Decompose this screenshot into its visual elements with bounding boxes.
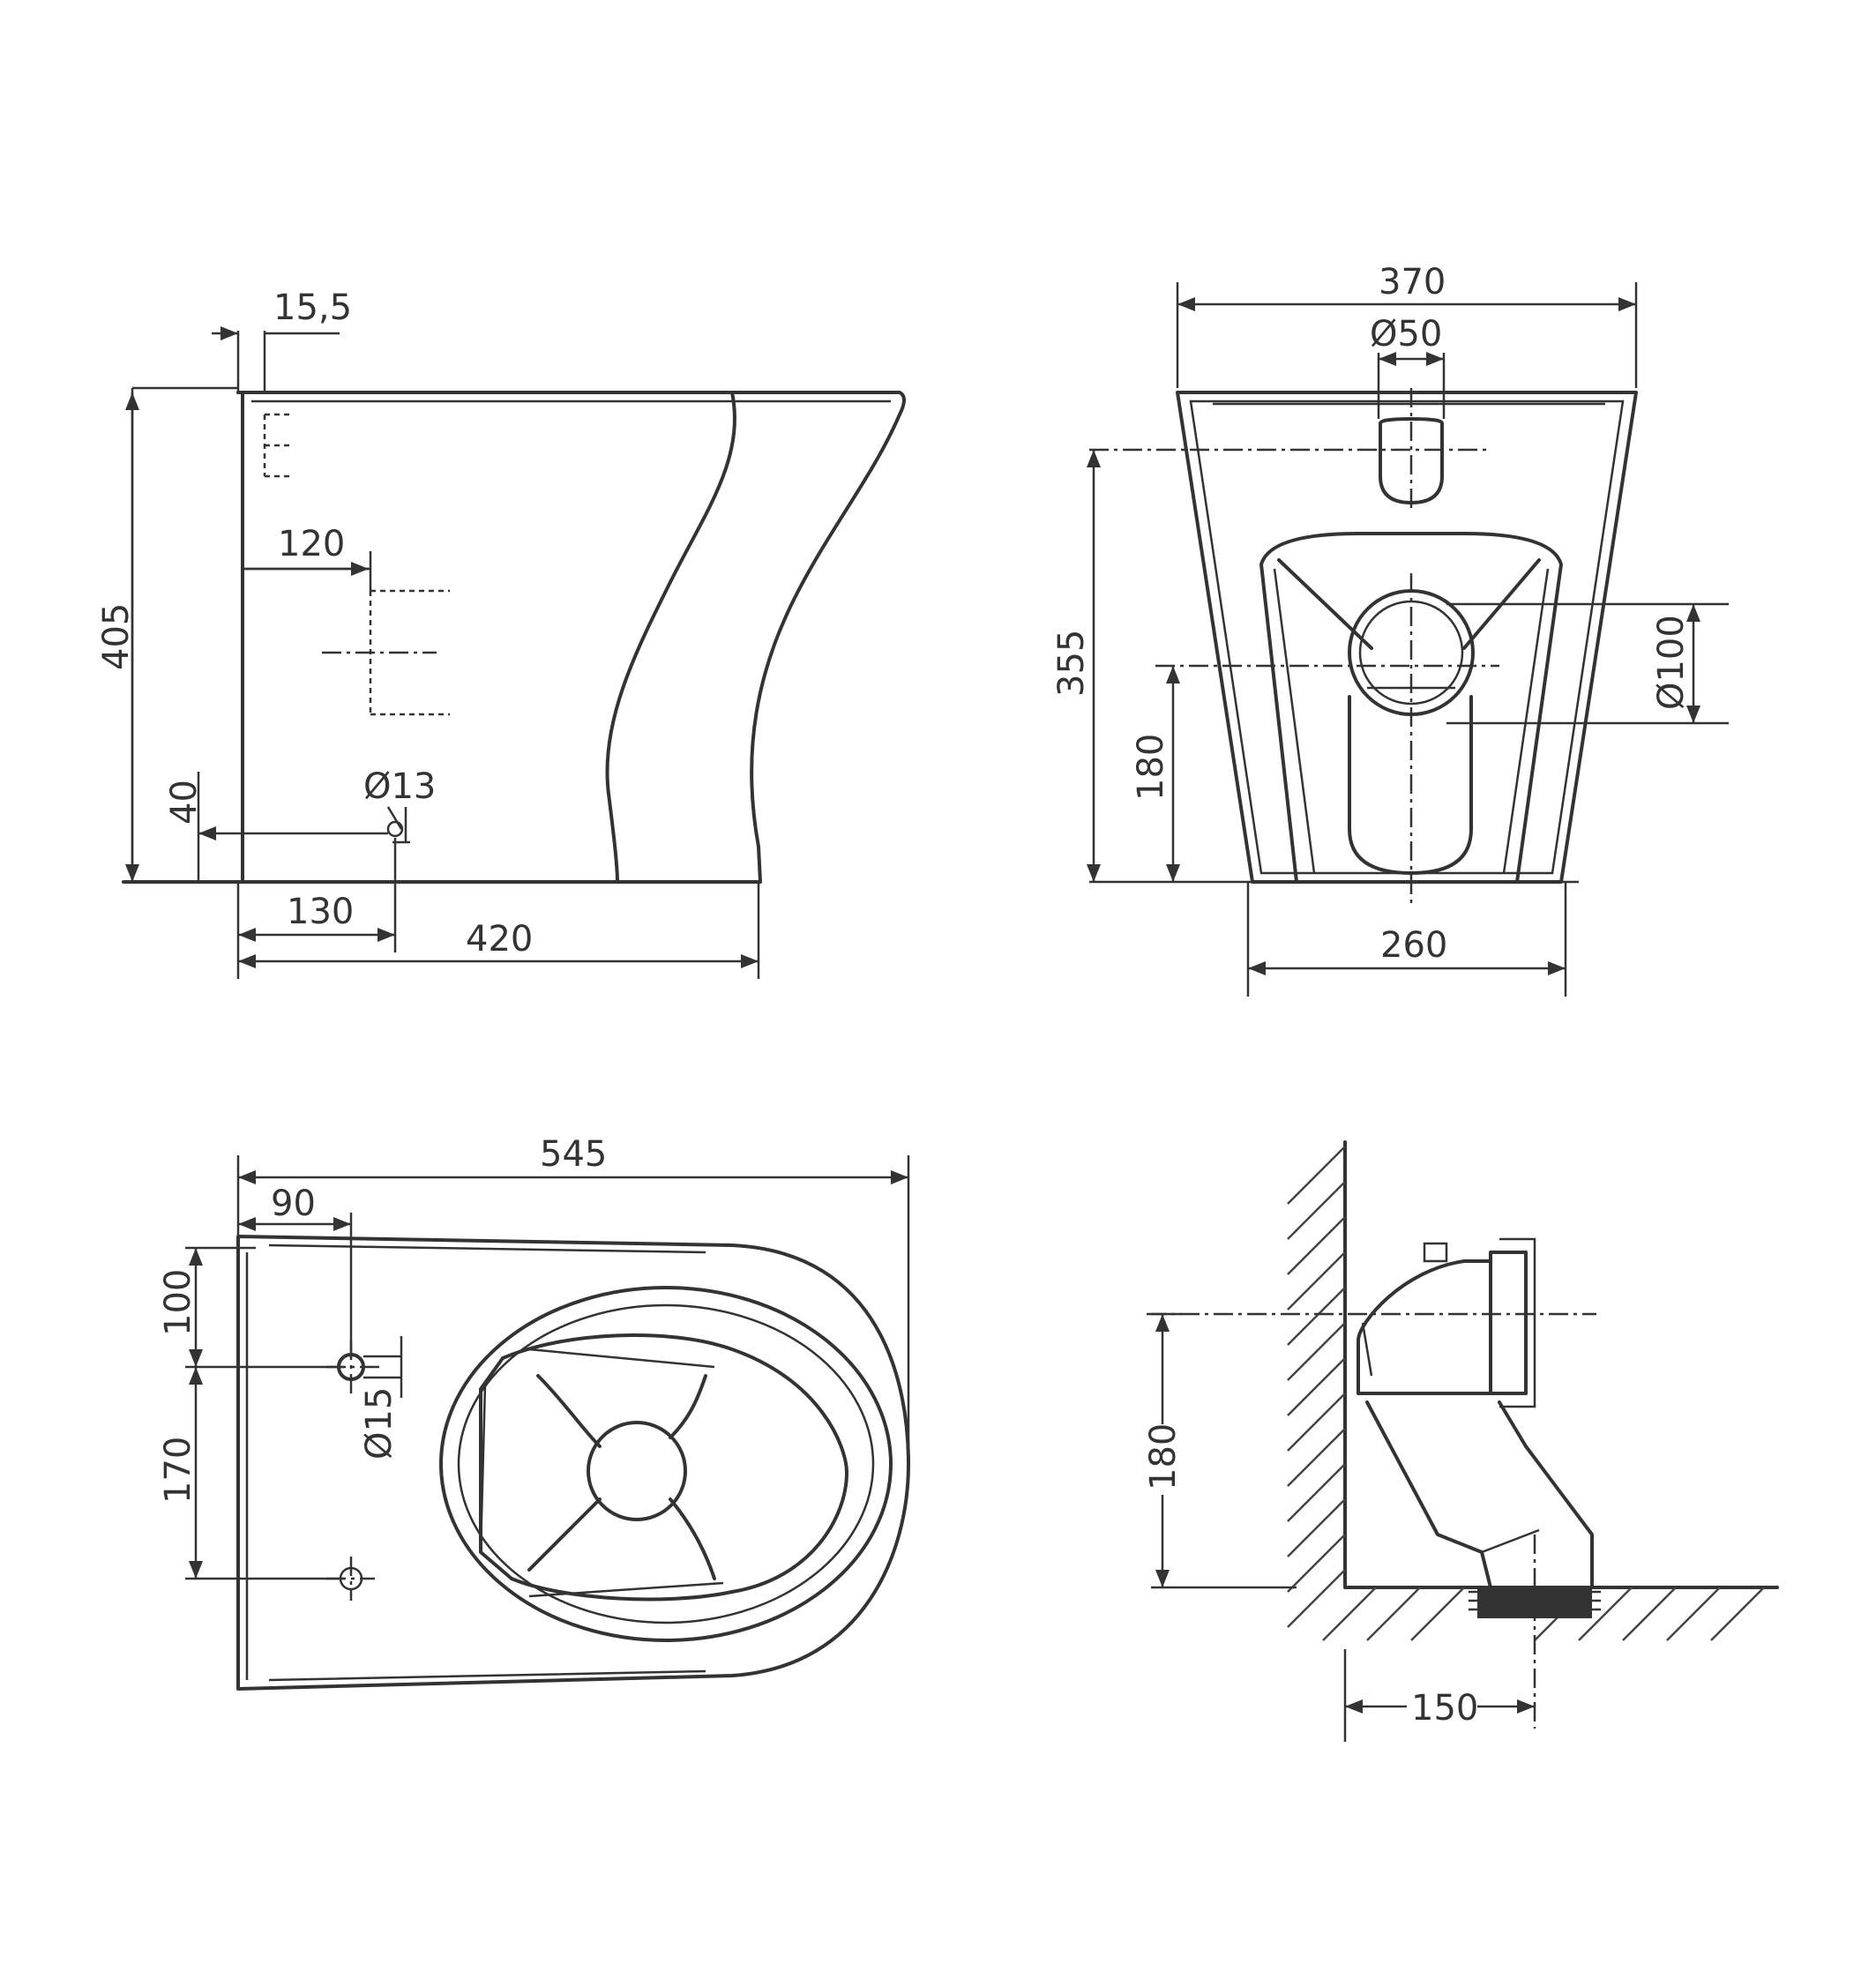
side-fix-height-label: 40 xyxy=(164,780,205,825)
install-outlet-height-label: 180 xyxy=(1143,1423,1184,1490)
back-outlet-height-label: 180 xyxy=(1131,734,1171,801)
side-fix-dia-label: Ø13 xyxy=(363,766,436,807)
top-view-body xyxy=(236,1235,910,1691)
install-dimensions xyxy=(1147,1312,1596,1742)
side-length-label: 420 xyxy=(466,919,533,960)
top-hole-y1-label: 100 xyxy=(158,1269,198,1336)
install-wall xyxy=(1287,1140,1779,1641)
install-fitting xyxy=(1357,1237,1601,1618)
side-view-dimensions xyxy=(125,331,760,979)
top-hole-y2-label: 170 xyxy=(158,1437,198,1504)
back-view: 370 Ø50 355 180 Ø100 260 xyxy=(1051,262,1729,997)
back-water-inlet-label: Ø50 xyxy=(1370,314,1442,355)
back-outlet-dia-label: Ø100 xyxy=(1651,615,1692,710)
install-outlet-offset-label: 150 xyxy=(1411,1688,1478,1729)
side-view-body xyxy=(122,391,906,884)
top-length-label: 545 xyxy=(540,1134,607,1175)
top-view: 545 90 100 170 Ø15 xyxy=(158,1134,910,1691)
top-hole-x-label: 90 xyxy=(271,1184,316,1224)
back-inlet-height-label: 355 xyxy=(1051,630,1092,697)
side-pipe-offset-label: 15,5 xyxy=(273,288,352,328)
top-view-dimensions xyxy=(185,1155,910,1580)
back-base-width-label: 260 xyxy=(1380,925,1447,966)
install-view: 180 150 xyxy=(1142,1140,1779,1742)
back-view-body xyxy=(1089,388,1638,908)
back-view-dimensions xyxy=(1087,282,1729,997)
top-hole-dia-label: Ø15 xyxy=(359,1387,400,1460)
side-inlet-height-label: 120 xyxy=(278,524,345,564)
side-fix-dist-label: 130 xyxy=(287,892,354,932)
side-view: 15,5 405 120 40 Ø13 130 420 xyxy=(96,288,906,979)
back-width-label: 370 xyxy=(1379,262,1446,302)
side-height-label: 405 xyxy=(96,603,137,670)
